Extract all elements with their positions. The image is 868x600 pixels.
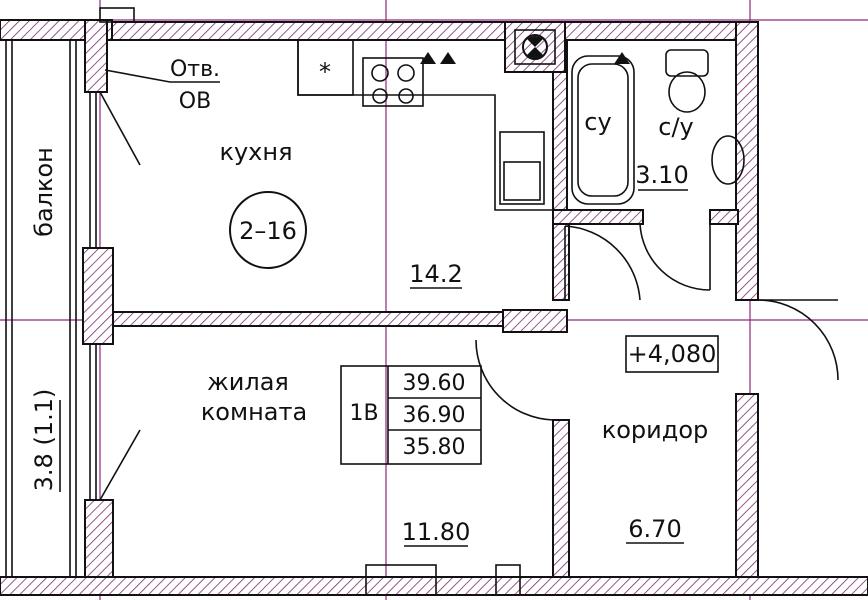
kitchen-area: 14.2 bbox=[409, 260, 462, 288]
elevation-mark: +4,080 bbox=[628, 340, 717, 368]
area-reduced: 36.90 bbox=[403, 403, 466, 428]
fridge-icon: * bbox=[319, 58, 331, 86]
living-name-line1: жилая bbox=[207, 368, 289, 396]
exterior-walls bbox=[0, 19, 868, 596]
bath-fixtures bbox=[571, 49, 745, 205]
vent-note-line2: ОВ bbox=[179, 89, 211, 114]
area-living: 35.80 bbox=[403, 435, 466, 460]
corridor-area: 6.70 bbox=[628, 515, 681, 543]
balcony bbox=[5, 39, 97, 578]
corridor-name: коридор bbox=[602, 416, 709, 444]
unit-tag-circle bbox=[229, 191, 307, 269]
vent-note: Отв. ОВ bbox=[104, 57, 220, 114]
doors bbox=[99, 91, 839, 501]
toilet-name: с/у bbox=[658, 113, 693, 141]
vent-fan-icon bbox=[514, 29, 556, 65]
balcony-area: 3.8 (1.1) bbox=[30, 389, 58, 492]
kitchen-fixtures: * bbox=[297, 39, 553, 211]
elevation-box bbox=[625, 335, 719, 373]
unit-tag: 2–16 bbox=[239, 217, 297, 245]
bathroom-name: су bbox=[584, 108, 611, 136]
vent-markers bbox=[420, 52, 630, 64]
balcony-name: балкон bbox=[30, 147, 58, 237]
living-name-line2: комната bbox=[201, 398, 307, 426]
toilet-area: 3.10 bbox=[635, 161, 688, 189]
area-total: 39.60 bbox=[403, 371, 466, 396]
living-area: 11.80 bbox=[402, 518, 471, 546]
kitchen-name: кухня bbox=[219, 138, 292, 166]
area-table: 1В 39.60 36.90 35.80 bbox=[340, 365, 482, 465]
apartment-type: 1В bbox=[349, 401, 378, 426]
vent-note-line1: Отв. bbox=[170, 57, 220, 82]
windows-bottom bbox=[99, 7, 521, 596]
